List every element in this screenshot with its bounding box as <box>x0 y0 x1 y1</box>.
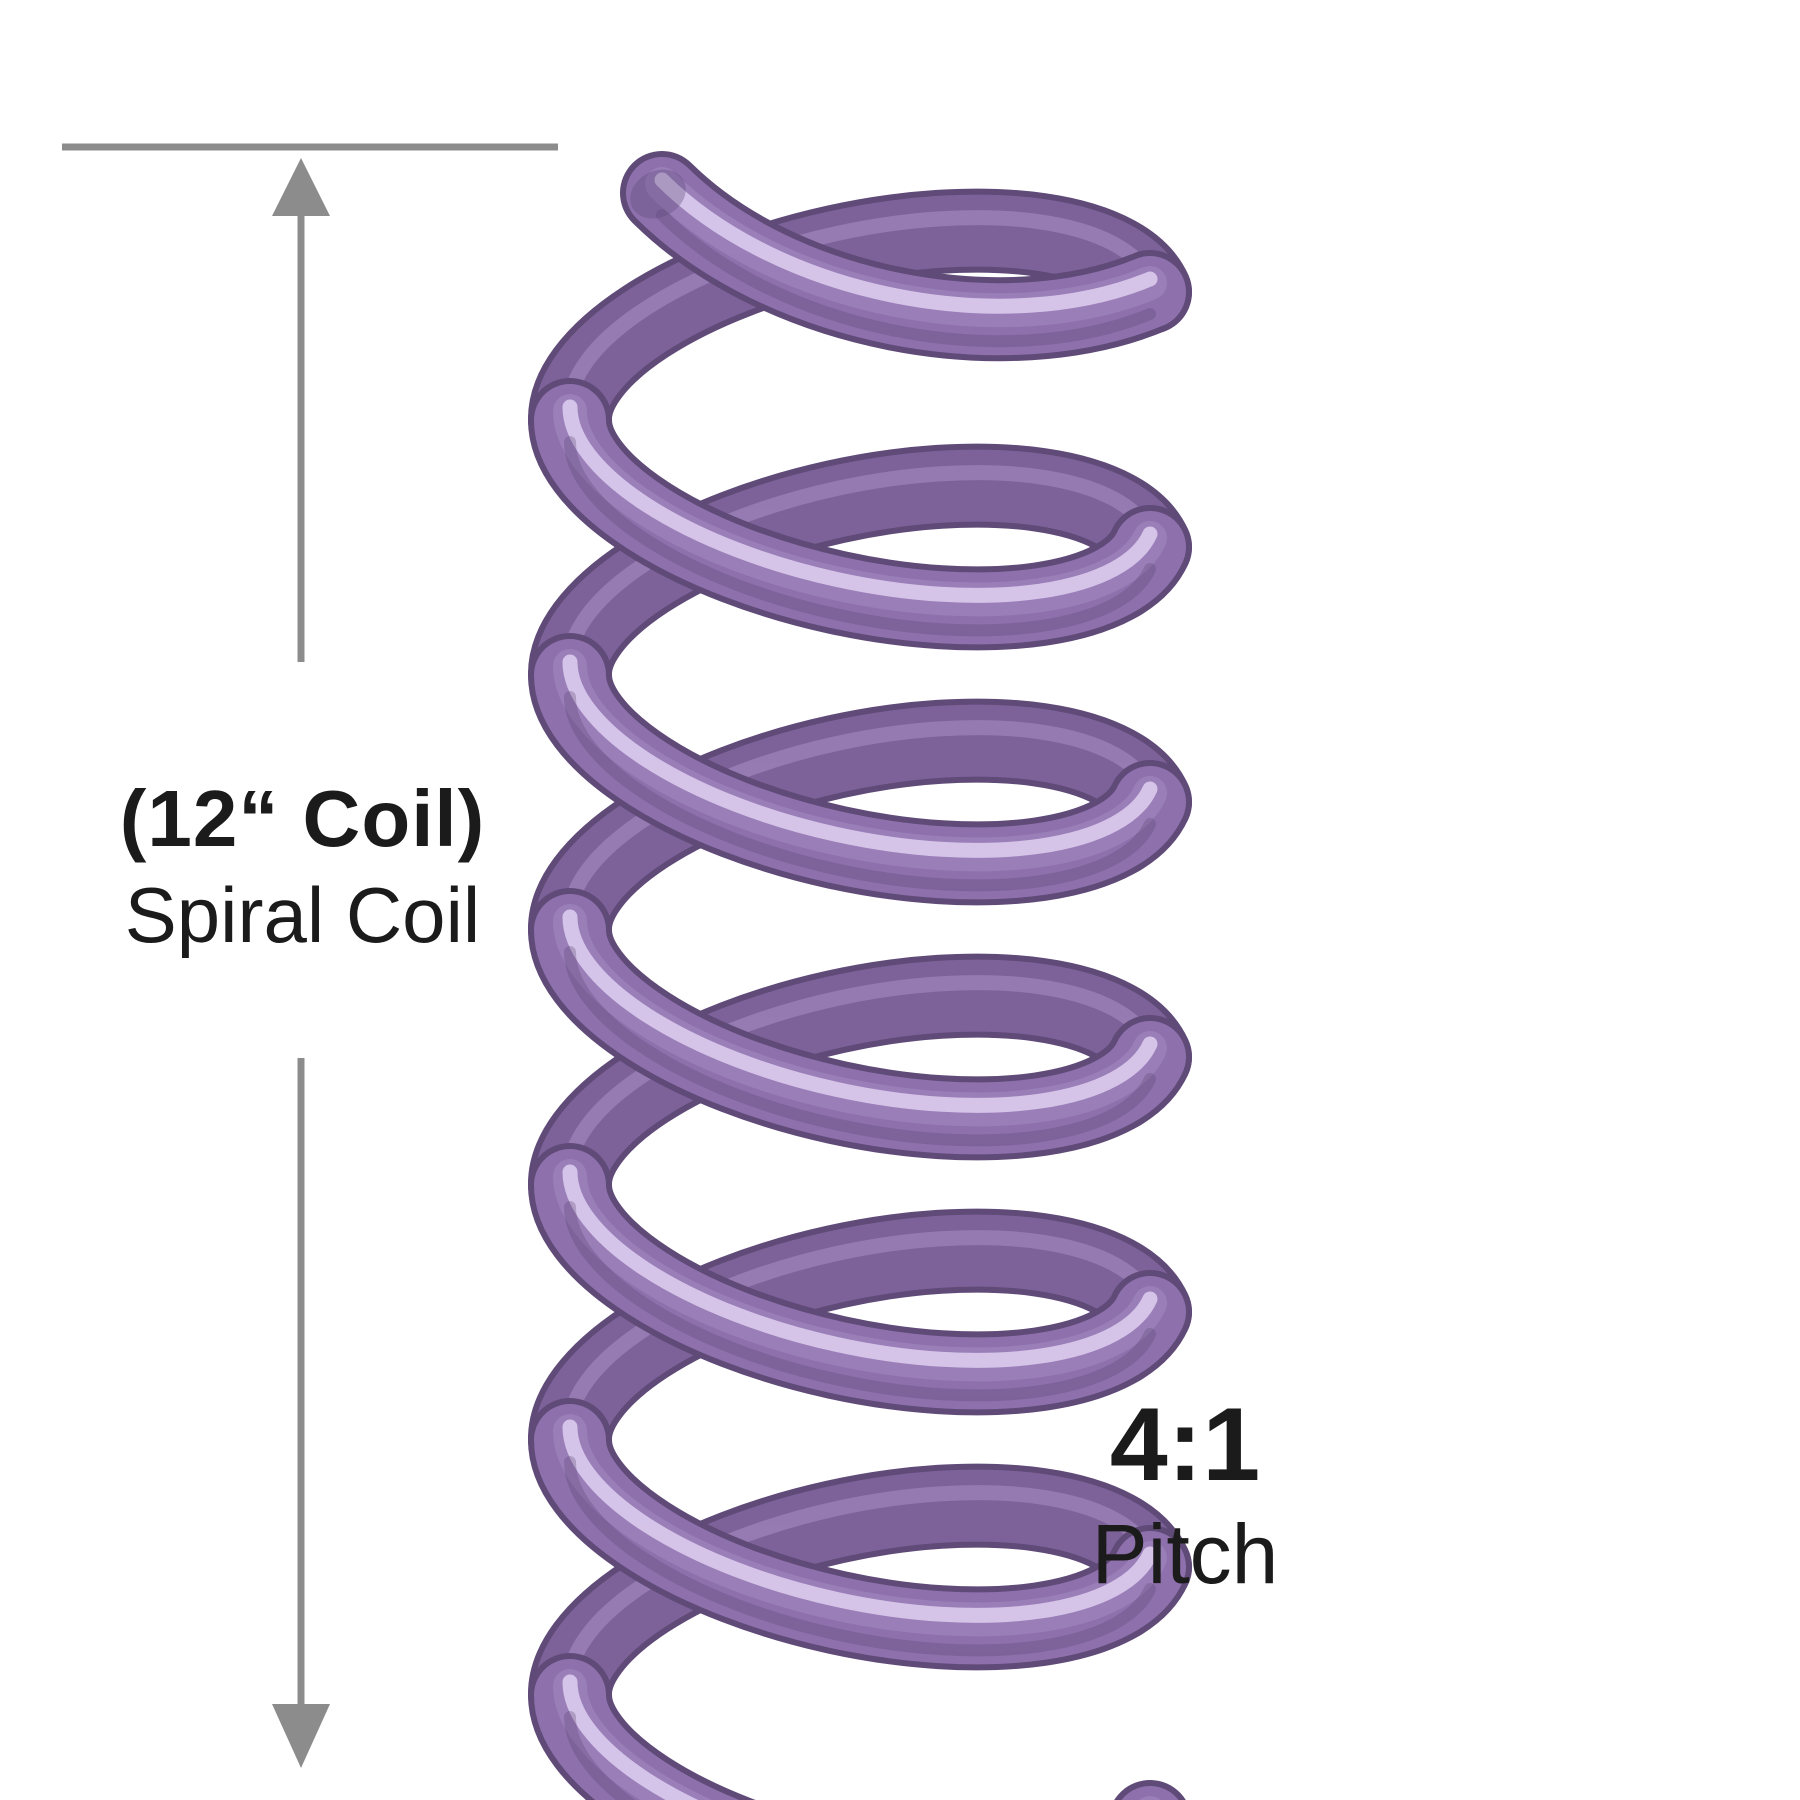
coil-strand-front-highlight <box>562 1674 699 1800</box>
coil-front-highlight-group <box>562 172 1158 1800</box>
coil-strand-back <box>533 449 1186 711</box>
coil-strand-back <box>533 1469 1186 1731</box>
coil-strand-front-highlight <box>562 399 1158 603</box>
coil-strand-front-highlight <box>562 909 1158 1113</box>
coil-strand-front-highlight <box>562 1164 1158 1368</box>
coil-strand-front <box>534 1404 1186 1665</box>
coil-strand-back-highlight <box>562 975 1158 1180</box>
pitch-ratio-text: 4:1 <box>1109 1387 1261 1503</box>
coil-strand-front <box>534 1149 1186 1410</box>
coil-strand-front <box>534 1659 1179 1800</box>
coil-strand-back <box>533 959 1186 1221</box>
coil-strand-front <box>534 894 1186 1155</box>
height-dimension-lines <box>62 143 558 1706</box>
pitch-label-block: 4:1 Pitch <box>1020 1388 1350 1607</box>
coil-strand-front-shade <box>564 1456 1156 1657</box>
coil-strand-front-shade <box>564 691 1156 892</box>
coil-end-cap <box>630 169 686 219</box>
coil-strand-back-highlight <box>562 465 1158 670</box>
arrowhead-down-icon <box>272 1704 330 1768</box>
coil-back-highlight-group <box>562 210 1158 1690</box>
pitch-word-text: Pitch <box>1091 1507 1279 1602</box>
coil-strand-back <box>533 1214 1186 1476</box>
coil-strand-front-highlight <box>562 654 1158 858</box>
coil-size-text: (12“ Coil) <box>119 774 486 863</box>
coil-back-main-group <box>533 194 1186 1731</box>
coil-strand-front-shade <box>564 946 1156 1147</box>
coil-strand-front-shade <box>656 209 1156 348</box>
coil-front-main-group <box>534 157 1186 1800</box>
coil-strand-back-highlight <box>562 720 1158 925</box>
coil-strand-front-highlight <box>562 1419 1158 1623</box>
coil-strand-front <box>626 157 1186 356</box>
coil-strand-back-highlight <box>562 210 1158 415</box>
coil-strand-back <box>533 704 1186 966</box>
coil-strand-front-shade <box>564 436 1156 637</box>
coil-strand-front <box>534 639 1186 900</box>
coil-strand-front-highlight <box>654 172 1158 314</box>
coil-strand-back-highlight <box>562 1485 1158 1690</box>
coil-strand-front-shade <box>564 1201 1156 1402</box>
coil-strand-front-shade <box>564 1711 636 1800</box>
coil-strand-front <box>534 384 1186 645</box>
coil-strand-back <box>533 194 1186 456</box>
coil-strand-back-highlight <box>562 1230 1158 1435</box>
coil-type-text: Spiral Coil <box>124 870 481 959</box>
height-dimension-arrowheads <box>272 158 330 1768</box>
arrowhead-up-icon <box>272 158 330 216</box>
coil-length-label: (12“ Coil) Spiral Coil <box>30 770 575 963</box>
coil-front-shade-group <box>564 209 1156 1800</box>
